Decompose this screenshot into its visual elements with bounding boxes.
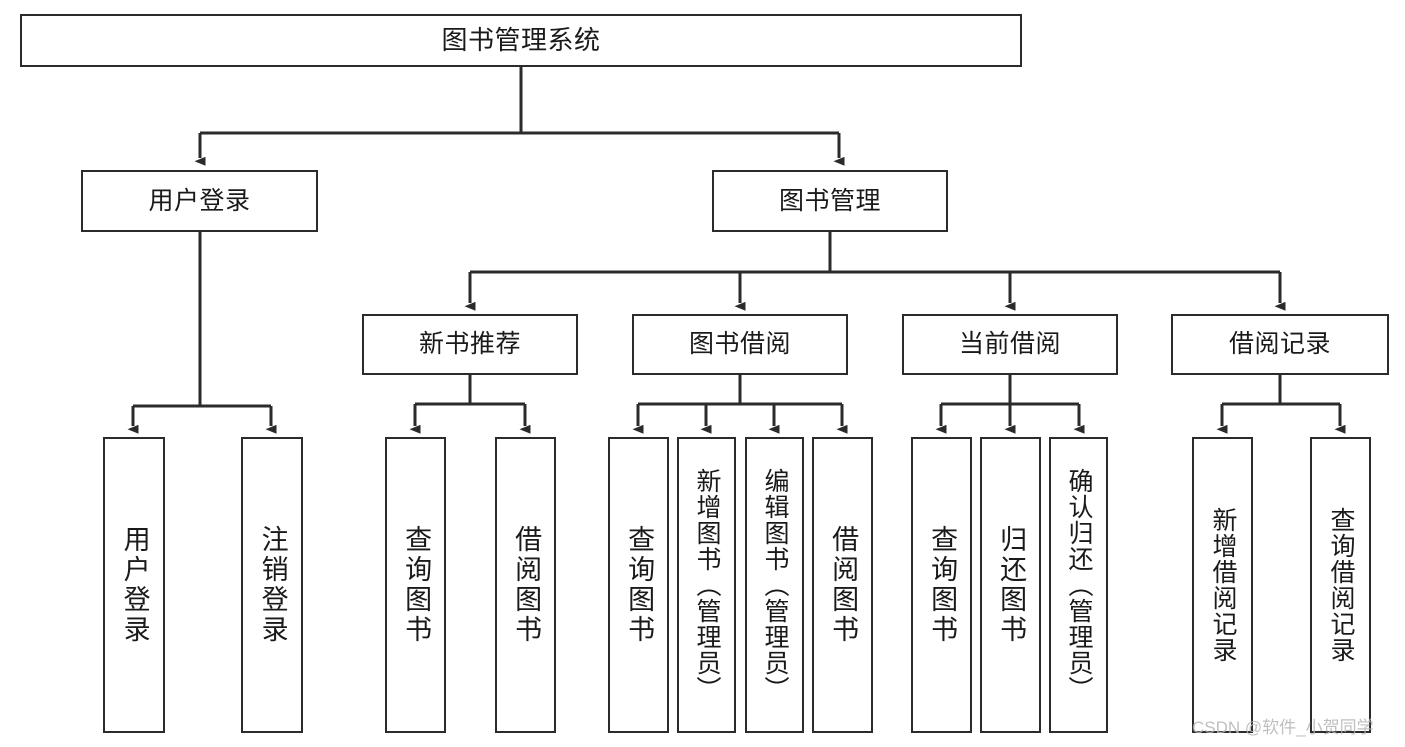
node-new-book-recommend-label: 新书推荐 [418, 330, 521, 359]
node-leaf-user-login-label: 用户登录 [119, 525, 150, 645]
node-book-borrow-label: 图书借阅 [688, 330, 791, 359]
node-leaf-query-book-current-label: 查询图书 [927, 525, 958, 645]
node-leaf-confirm-return-admin-label: 确认归还（管理员） [1065, 468, 1093, 702]
node-leaf-query-borrow-record-label: 查询借阅记录 [1327, 507, 1355, 663]
node-leaf-borrow-book-recommend[interactable]: 借阅图书 [495, 437, 556, 733]
node-leaf-query-book-recommend-label: 查询图书 [401, 525, 432, 645]
node-leaf-return-book[interactable]: 归还图书 [980, 437, 1041, 733]
node-current-borrow[interactable]: 当前借阅 [902, 314, 1118, 375]
node-leaf-query-borrow-record[interactable]: 查询借阅记录 [1310, 437, 1371, 733]
node-current-borrow-label: 当前借阅 [958, 330, 1061, 359]
node-root-system[interactable]: 图书管理系统 [20, 14, 1022, 67]
node-book-management[interactable]: 图书管理 [712, 170, 948, 232]
node-leaf-edit-book-admin-label: 编辑图书（管理员） [761, 468, 789, 702]
node-book-borrow[interactable]: 图书借阅 [632, 314, 848, 375]
node-leaf-logout-label: 注销登录 [257, 525, 288, 645]
node-new-book-recommend[interactable]: 新书推荐 [362, 314, 578, 375]
node-leaf-query-book-current[interactable]: 查询图书 [911, 437, 972, 733]
node-leaf-query-book-borrow[interactable]: 查询图书 [608, 437, 669, 733]
node-leaf-query-book-borrow-label: 查询图书 [624, 525, 655, 645]
node-borrow-record-label: 借阅记录 [1228, 330, 1331, 359]
node-leaf-logout[interactable]: 注销登录 [241, 437, 303, 733]
node-leaf-add-borrow-record-label: 新增借阅记录 [1209, 507, 1237, 663]
node-leaf-borrow-book-borrow-label: 借阅图书 [828, 525, 859, 645]
node-book-management-label: 图书管理 [778, 186, 881, 215]
node-leaf-return-book-label: 归还图书 [996, 525, 1027, 645]
node-leaf-borrow-book-recommend-label: 借阅图书 [511, 525, 542, 645]
node-leaf-edit-book-admin[interactable]: 编辑图书（管理员） [745, 437, 804, 733]
node-root-system-label: 图书管理系统 [441, 24, 601, 55]
node-leaf-user-login[interactable]: 用户登录 [103, 437, 165, 733]
node-leaf-add-book-admin[interactable]: 新增图书（管理员） [677, 437, 736, 733]
node-borrow-record[interactable]: 借阅记录 [1171, 314, 1389, 375]
node-user-login-label: 用户登录 [148, 186, 251, 215]
node-leaf-add-borrow-record[interactable]: 新增借阅记录 [1192, 437, 1253, 733]
node-leaf-query-book-recommend[interactable]: 查询图书 [385, 437, 446, 733]
node-leaf-borrow-book-borrow[interactable]: 借阅图书 [812, 437, 873, 733]
csdn-watermark: CSDN @软件_小贺同学 [1192, 718, 1374, 737]
node-leaf-confirm-return-admin[interactable]: 确认归还（管理员） [1049, 437, 1108, 733]
node-leaf-add-book-admin-label: 新增图书（管理员） [693, 468, 721, 702]
node-user-login[interactable]: 用户登录 [81, 170, 318, 232]
